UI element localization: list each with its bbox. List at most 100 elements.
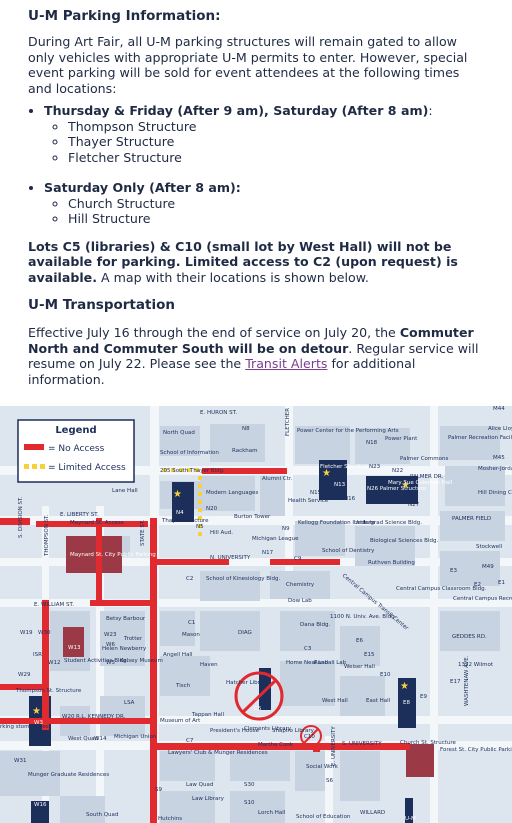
map-label: Maynard St. City Public Parking — [70, 552, 156, 558]
map-label: Clements Library — [244, 726, 292, 732]
map-label: Power Plant — [385, 436, 418, 442]
map-label: 205 South Thayer Bldg. — [160, 468, 225, 474]
map-label: W5 — [106, 660, 115, 666]
map-label: Central Campus Classroom Bldg. — [396, 586, 487, 592]
map-label: N16 — [344, 496, 356, 502]
transit-alerts-link[interactable]: Transit Alerts — [245, 356, 328, 371]
map-label: W16 — [34, 802, 47, 808]
map-label: S30 — [244, 782, 255, 788]
map-legend: Legend = No Access = Limited Access — [17, 419, 135, 483]
map-label: N8 — [242, 426, 250, 432]
map-label: Tappan Hall — [191, 712, 224, 718]
parking-intro: During Art Fair, all U-M parking structu… — [28, 34, 468, 96]
map-label: Lane Hall — [112, 488, 138, 494]
map-label: School of Education — [296, 814, 351, 820]
schedule-group-label: Thursday & Friday (After 9 am), Saturday… — [44, 103, 429, 118]
map-label: E. UNIVERSITY — [331, 726, 337, 766]
map-label: Church St. Structure — [400, 740, 457, 746]
map-label: THOMPSON ST. — [44, 514, 50, 557]
map-label: N9 — [282, 526, 290, 532]
map-label: E9 — [420, 694, 427, 700]
map-label: N20 — [206, 506, 218, 512]
map-label: Law Quad — [186, 782, 213, 788]
map-label: W31 — [14, 758, 26, 764]
map-label: C2 — [186, 576, 193, 582]
map-label: Alumni Ctr. — [262, 476, 293, 482]
map-label: Kellogg Foundation Institute — [298, 520, 376, 526]
parking-schedule-list: Thursday & Friday (After 9 am), Saturday… — [28, 103, 484, 165]
map-label: North Quad — [163, 430, 195, 436]
map-label: Mosher-Jordan — [478, 466, 512, 472]
map-label: Kelsey Museum — [120, 658, 163, 664]
map-label: 1322 Wilmot — [458, 662, 494, 668]
structure-item: Church Structure — [68, 196, 484, 212]
map-label: East Hall — [366, 698, 391, 704]
map-label: LSA — [124, 700, 135, 706]
map-label: E. LIBERTY ST. — [60, 512, 99, 518]
map-label: Tisch — [175, 683, 191, 689]
map-label: W23 — [104, 632, 117, 638]
map-label: Maynard St. Access — [70, 520, 124, 526]
map-label: Thayer Structure — [161, 518, 209, 524]
map-label: WILLARD — [360, 810, 385, 816]
map-label: Weiser Hall — [344, 664, 375, 670]
star-icon: ★ — [173, 489, 182, 500]
map-label: Haven — [200, 662, 218, 668]
map-label: Power Center for the Performing Arts — [297, 428, 399, 434]
map-label: N4 — [176, 510, 184, 516]
map-label: Law Library — [192, 796, 225, 802]
map-label: W6 — [106, 642, 115, 648]
map-label: W13 — [68, 645, 81, 651]
map-label: N23 — [369, 464, 381, 470]
map-label: Museum of Art — [160, 718, 201, 724]
map-label: S9 — [155, 787, 162, 793]
map-label: Dow Lab — [288, 598, 312, 604]
map-label: Rackham — [232, 448, 258, 454]
map-label: Fletcher Structure — [320, 464, 370, 470]
map-label: C9 — [294, 556, 302, 562]
map-label: E. HURON ST. — [200, 410, 237, 416]
map-label: N13 — [334, 482, 346, 488]
map-label: R.L. KENNEDY DR. — [76, 714, 126, 720]
map-label: PALMER DR. — [410, 474, 443, 480]
map-label: Helen Newberry — [102, 646, 147, 652]
map-label: N5 — [196, 524, 204, 530]
map-label: Burton Tower — [234, 514, 271, 520]
map-label: Hill Dining Ctr. — [478, 490, 512, 496]
map-label: School of Kinesiology Bldg. — [206, 576, 280, 582]
map-label: E17 — [450, 679, 461, 685]
star-icon: ★ — [401, 480, 410, 491]
transport-text: Effective July 16 through the end of ser… — [28, 325, 479, 387]
map-label: rking stome vices — [0, 724, 49, 730]
map-label: U-M — [405, 816, 416, 822]
map-label: S6 — [326, 778, 333, 784]
map-label: Student Activities Bldg. — [64, 658, 129, 664]
map-label: C5 — [254, 706, 262, 712]
map-label: E6 — [356, 638, 363, 644]
schedule-group-weekday: Thursday & Friday (After 9 am), Saturday… — [44, 103, 484, 165]
campus-map: ★ ★ ★ ★ ★ Legend = No Access = Limited A… — [0, 406, 512, 823]
map-label: N15 — [310, 490, 322, 496]
map-label: Home Neal Lab — [286, 660, 329, 666]
map-label: Thompson St. Structure — [15, 688, 82, 694]
map-label: W14 — [94, 736, 107, 742]
map-label: West Hall — [322, 698, 348, 704]
map-label: Health Service — [288, 498, 329, 504]
map-label: Central Campus Recreation Bldg. — [453, 596, 512, 602]
map-label: Lorch Hall — [258, 810, 286, 816]
map-label: Biological Sciences Bldg. — [370, 538, 438, 544]
map-label: Lawyers' Club & Munger Residences — [168, 750, 268, 756]
structure-item: Thompson Structure — [68, 119, 484, 135]
map-label: N. UNIVERSITY — [210, 555, 251, 561]
map-label: Undergrad Science Bldg. — [354, 520, 422, 526]
map-label: M49 — [482, 564, 494, 570]
map-label: School of Information — [160, 450, 219, 456]
map-label: E1 — [498, 580, 505, 586]
map-label: M45 — [493, 455, 505, 461]
map-label: N18 — [366, 440, 378, 446]
no-parking-sign-icon — [234, 671, 322, 747]
map-label: N22 — [392, 468, 403, 474]
map-label: S. UNIVERSITY — [342, 741, 382, 747]
map-label: C7 — [186, 738, 194, 744]
map-label: Hutchins — [158, 816, 182, 822]
